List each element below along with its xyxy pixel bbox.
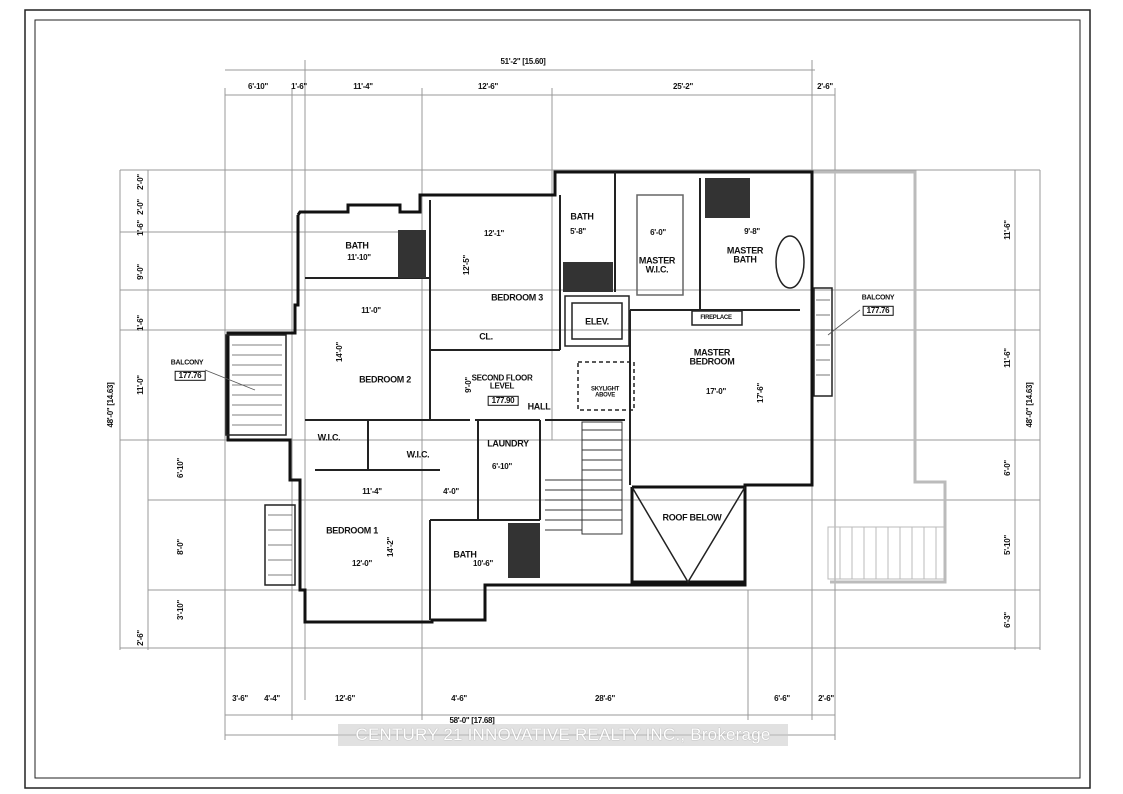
dim-bedroom-1-h: 14'-2" [385, 537, 395, 557]
dim-bedroom-2-w: 11'-0" [361, 305, 381, 315]
dim-bottom-seg-7: 2'-6" [818, 693, 834, 703]
dim-left-seg-3: 1'-6" [135, 220, 145, 236]
room-label-master-wic: MASTER W.I.C. [638, 255, 676, 275]
balcony-right-label: BALCONY [861, 294, 895, 302]
balcony-left-label: BALCONY [170, 359, 204, 367]
dim-bedroom-2-h: 14'-0" [334, 342, 344, 362]
dim-laundry: 6'-10" [492, 461, 512, 471]
dim-bedroom-3-h: 12'-5" [461, 255, 471, 275]
dim-bottom-seg-6: 6'-6" [774, 693, 790, 703]
room-label-laundry: LAUNDRY [487, 438, 529, 449]
outer-frame [24, 9, 1091, 789]
dim-master-wic: 6'-0" [650, 227, 666, 237]
dim-right-seg-2: 11'-6" [1002, 348, 1012, 368]
inner-frame [34, 19, 1081, 779]
dim-bottom-seg-2: 4'-4" [264, 693, 280, 703]
room-label-bath-b: BATH [570, 211, 594, 222]
room-label-master-bedroom: MASTER BEDROOM [689, 347, 735, 367]
dim-left-seg-6: 11'-0" [135, 375, 145, 395]
room-label-wic-b: W.I.C. [406, 449, 430, 460]
dim-right-seg-1: 11'-6" [1002, 220, 1012, 240]
dim-bedroom-1-top-b: 4'-0" [443, 486, 459, 496]
dim-left-seg-7: 6'-10" [175, 458, 185, 478]
dim-left-seg-8: 8'-0" [175, 539, 185, 555]
skylight-outline [577, 361, 635, 411]
staircase [545, 421, 623, 535]
shower-tiles [398, 178, 750, 578]
dimension-lines [119, 60, 1041, 740]
dim-left-seg-2: 2'-0" [135, 199, 145, 215]
dim-left-seg-1: 2'-0" [135, 174, 145, 190]
room-label-closet: CL. [479, 331, 493, 342]
exterior-walls [226, 170, 814, 624]
dim-right-seg-3: 6'-0" [1002, 460, 1012, 476]
dim-bath-c: 10'-6" [473, 558, 493, 568]
balcony-right-value: 177.76 [862, 305, 894, 317]
dim-master-bath: 9'-8" [744, 226, 760, 236]
room-label-bath-c: BATH [453, 549, 477, 560]
dim-top-overall: 51'-2" [15.60] [500, 56, 546, 66]
fireplace-box [691, 310, 743, 326]
dim-bottom-seg-5: 28'-6" [595, 693, 615, 703]
dim-left-overall: 48'-0" [14.63] [105, 382, 115, 428]
room-label-wic-a: W.I.C. [317, 432, 341, 443]
dim-top-seg-1: 6'-10" [248, 81, 268, 91]
dim-bottom-seg-4: 4'-6" [451, 693, 467, 703]
room-label-skylight: SKYLIGHT ABOVE [591, 386, 619, 399]
room-label-bedroom-2: BEDROOM 2 [359, 374, 411, 385]
balcony-left [225, 334, 287, 436]
dim-right-overall: 48'-0" [14.63] [1024, 382, 1034, 428]
dim-bottom-seg-1: 3'-6" [232, 693, 248, 703]
room-label-elevator: ELEV. [585, 316, 609, 327]
room-label-fireplace: FIREPLACE [700, 314, 732, 321]
room-label-roof-below: ROOF BELOW [662, 512, 722, 523]
dim-bottom-seg-3: 12'-6" [335, 693, 355, 703]
dim-left-seg-9: 3'-10" [175, 600, 185, 620]
dim-top-seg-6: 2'-6" [817, 81, 833, 91]
dim-top-seg-2: 1'-6" [291, 81, 307, 91]
dim-hall: 9'-0" [463, 377, 473, 393]
bathtub [775, 235, 805, 289]
dim-master-bedroom-w: 17'-0" [706, 386, 726, 396]
dim-left-seg-5: 1'-6" [135, 315, 145, 331]
balcony-right [813, 287, 833, 397]
dim-left-seg-10: 2'-6" [135, 630, 145, 646]
floor-level-value: 177.90 [487, 395, 519, 407]
dim-bedroom-3-w: 12'-1" [484, 228, 504, 238]
brokerage-watermark: CENTURY 21 INNOVATIVE REALTY INC., Broke… [338, 724, 788, 746]
dim-bath-a: 11'-10" [347, 252, 371, 262]
dim-bath-b: 5'-8" [570, 226, 586, 236]
dim-bottom-overall: 58'-0" [17.68] [449, 715, 495, 725]
dim-top-seg-4: 12'-6" [478, 81, 498, 91]
dim-right-seg-4: 5'-10" [1002, 535, 1012, 555]
dim-master-bedroom-h: 17'-6" [755, 383, 765, 403]
interior-walls [305, 172, 800, 620]
dim-right-seg-5: 6'-3" [1002, 612, 1012, 628]
floor-level-label: SECOND FLOOR LEVEL [471, 373, 533, 391]
dim-bedroom-1-w: 12'-0" [352, 558, 372, 568]
elevator-shaft [564, 295, 630, 347]
dim-bedroom-1-top-a: 11'-4" [362, 486, 382, 496]
room-label-master-bath: MASTER BATH [726, 245, 764, 265]
room-label-bedroom-1: BEDROOM 1 [326, 525, 378, 536]
room-label-bath-a: BATH [345, 240, 369, 251]
lower-deck [827, 526, 947, 580]
dim-top-seg-3: 11'-4" [353, 81, 373, 91]
room-label-hall: HALL [527, 401, 551, 412]
balcony-left-value: 177.76 [174, 370, 206, 382]
dim-top-seg-5: 25'-2" [673, 81, 693, 91]
room-label-bedroom-3: BEDROOM 3 [491, 292, 543, 303]
dim-left-seg-4: 9'-0" [135, 264, 145, 280]
